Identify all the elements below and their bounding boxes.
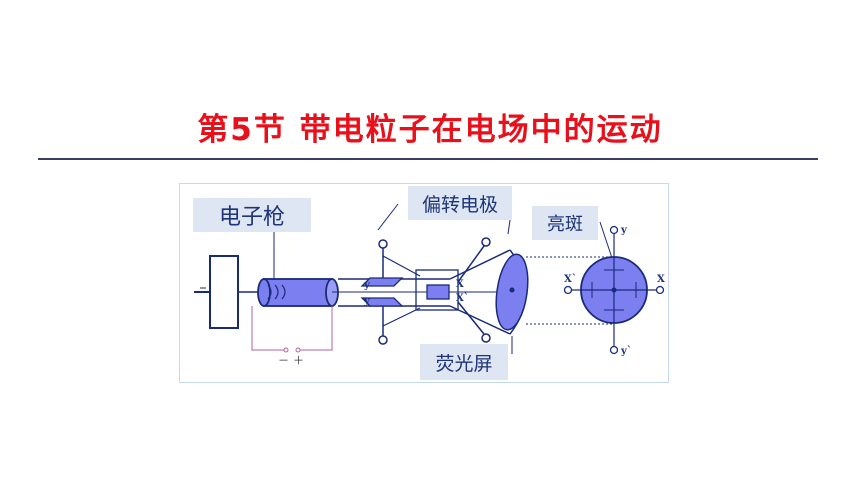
screen-y-prime-mark: y` bbox=[620, 346, 632, 357]
plus-sign: ＋ bbox=[293, 354, 304, 367]
electron-gun-label: 电子枪 bbox=[193, 198, 311, 232]
cathode-assembly bbox=[194, 255, 264, 329]
minus-sign: － bbox=[278, 354, 289, 367]
electron-gun-cylinder bbox=[257, 278, 339, 307]
x-deflection-plates bbox=[415, 237, 491, 343]
fluorescent-screen-shape bbox=[495, 253, 529, 331]
crt-diagram: y y X X` bbox=[179, 183, 669, 383]
fluorescent-screen-label: 荧光屏 bbox=[420, 344, 508, 380]
y-deflection-plates bbox=[360, 239, 421, 345]
screen-front-view bbox=[563, 225, 665, 355]
x-prime-mark: X` bbox=[456, 293, 469, 304]
crt-diagram-svg: y y X X` bbox=[194, 203, 665, 367]
leader-lines bbox=[273, 203, 613, 354]
y-lower-mark: y bbox=[363, 296, 371, 307]
screen-x-mark: X bbox=[657, 274, 665, 285]
screen-y-mark: y bbox=[620, 225, 628, 236]
x-right-mark: X bbox=[456, 279, 464, 290]
title-divider bbox=[38, 158, 818, 160]
y-upper-mark: y bbox=[363, 280, 371, 291]
tube-neck bbox=[332, 278, 512, 307]
bright-spot-label: 亮斑 bbox=[532, 206, 598, 240]
deflection-electrode-label: 偏转电极 bbox=[408, 186, 512, 220]
screen-x-prime-mark: X` bbox=[564, 274, 577, 285]
gun-power-wiring bbox=[251, 306, 333, 353]
slide-title: 第5节 带电粒子在电场中的运动 bbox=[197, 112, 663, 148]
